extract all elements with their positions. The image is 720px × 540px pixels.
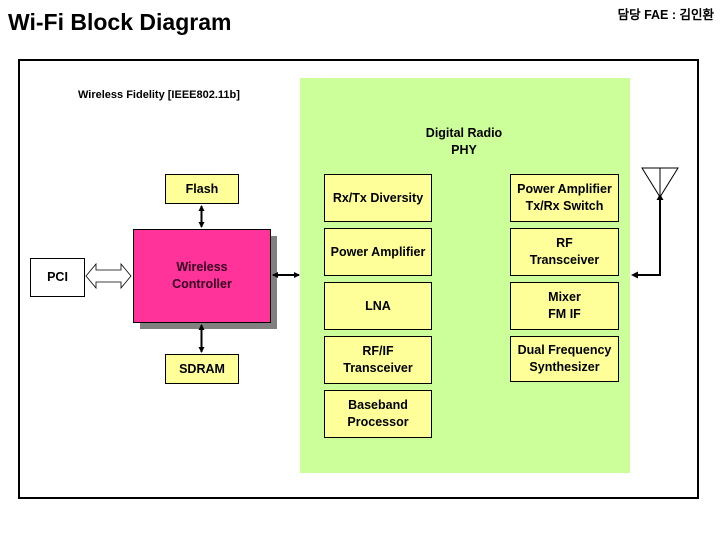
antenna-top-arrowhead: [656, 194, 664, 200]
block-label-line1: Dual Frequency: [517, 343, 612, 357]
rf-transceiver-block[interactable]: RF Transceiver: [510, 228, 619, 276]
dual-frequency-synthesizer-block[interactable]: Dual Frequency Synthesizer: [510, 336, 619, 382]
pci-bus-arrow: [85, 262, 132, 290]
power-amplifier-block[interactable]: Power Amplifier: [324, 228, 432, 276]
antenna-feed-line: [634, 200, 661, 276]
pci-label: PCI: [47, 270, 68, 284]
diagram-subtitle: Wireless Fidelity [IEEE802.11b]: [78, 89, 240, 101]
block-label-line2: FM IF: [548, 307, 581, 321]
block-label-line2: Transceiver: [343, 361, 413, 375]
page-title: Wi-Fi Block Diagram: [8, 9, 232, 35]
wireless-controller-block[interactable]: Wireless Controller: [133, 229, 271, 323]
pa-tx-rx-switch-block[interactable]: Power Amplifier Tx/Rx Switch: [510, 174, 619, 222]
baseband-processor-block[interactable]: Baseband Processor: [324, 390, 432, 438]
controller-label-line2: Controller: [172, 277, 232, 291]
block-label-line1: Baseband: [348, 398, 408, 412]
rf-if-transceiver-block[interactable]: RF/IF Transceiver: [324, 336, 432, 384]
diagram-frame: [18, 59, 699, 499]
block-label-line1: RF: [556, 236, 573, 250]
block-label-line2: Transceiver: [529, 253, 600, 267]
block-label-line2: Tx/Rx Switch: [525, 199, 604, 213]
mixer-fm-if-block[interactable]: Mixer FM IF: [510, 282, 619, 330]
presenter-label: 담당 FAE : 김인환: [617, 8, 714, 22]
lna-block[interactable]: LNA: [324, 282, 432, 330]
block-label-line2: Processor: [347, 415, 409, 429]
flash-label: Flash: [185, 181, 219, 196]
sdram-block[interactable]: SDRAM: [165, 354, 239, 384]
block-label-line2: Synthesizer: [529, 360, 600, 374]
block-label-line1: LNA: [365, 298, 391, 313]
phy-label-line1: Digital Radio: [425, 126, 503, 140]
rx-tx-diversity-block[interactable]: Rx/Tx Diversity: [324, 174, 432, 222]
block-label-line1: Mixer: [548, 290, 581, 304]
controller-label-line1: Wireless: [176, 260, 228, 274]
block-label-line1: Rx/Tx Diversity: [332, 190, 424, 205]
block-label-line1: Power Amplifier: [330, 244, 426, 259]
antenna-feed-arrowhead: [631, 271, 638, 279]
phy-label-line2: PHY: [451, 143, 477, 157]
phy-group-label: Digital Radio PHY: [400, 125, 528, 159]
antenna-icon: [641, 167, 679, 198]
block-label-line1: RF/IF: [362, 344, 394, 358]
flash-block[interactable]: Flash: [165, 174, 239, 204]
sdram-label: SDRAM: [179, 361, 225, 376]
pci-block[interactable]: PCI: [30, 258, 85, 297]
block-label-line1: Power Amplifier: [517, 182, 612, 196]
